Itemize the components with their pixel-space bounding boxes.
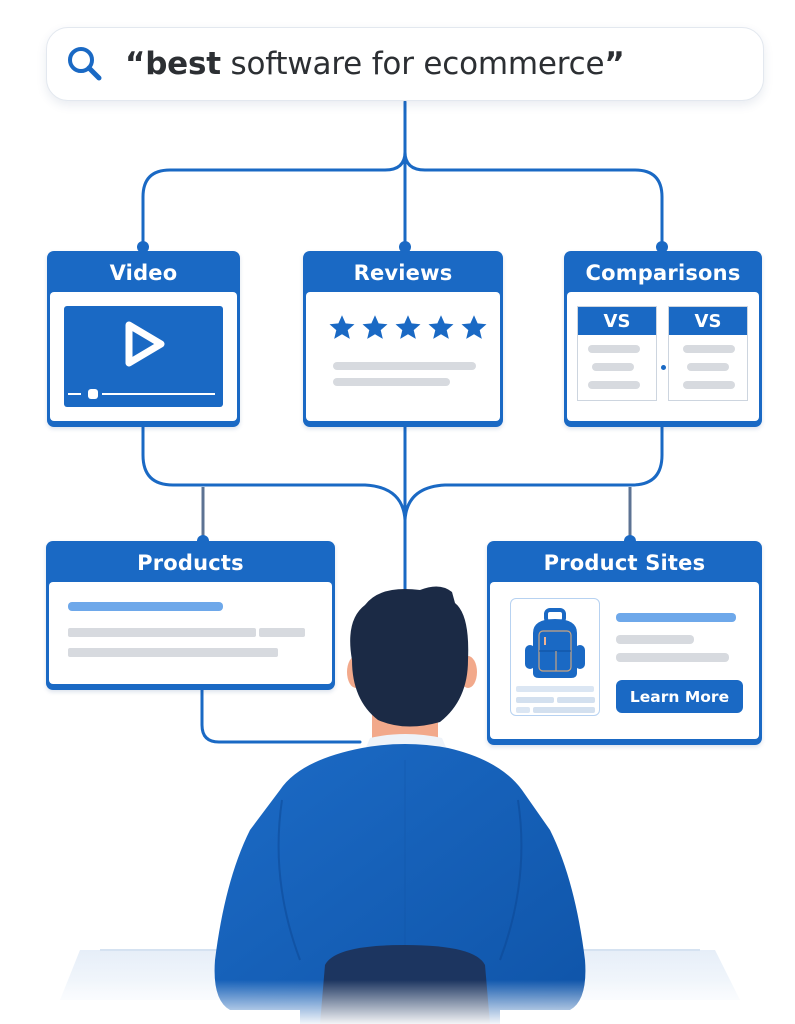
thumbnail-text-line [557,697,595,703]
thumbnail-text-line [533,707,595,713]
star-rating [328,314,488,341]
comparison-left-column: VS [577,306,657,401]
comparison-right-label: VS [669,307,747,335]
thumbnail-shadow [516,686,594,692]
product-sites-connector-dot [624,535,636,547]
thumbnail-text-line [516,697,554,703]
backpack-icon [525,608,585,678]
video-progress-start [68,393,81,395]
video-scrubber-knob[interactable] [88,389,98,399]
video-connector-dot [137,241,149,253]
product-text-line [68,648,278,657]
comparison-right-column: VS [668,306,748,401]
search-query-rest: software for ecommerce [220,46,605,82]
video-card-body [50,292,237,421]
products-card-title: Products [137,551,244,575]
comparisons-connector-dot [656,241,668,253]
star-icon [461,315,487,339]
product-site-title-line [616,613,736,622]
thumbnail-text-line [516,707,530,713]
review-text-line [333,362,476,370]
comparison-line [687,363,729,371]
product-text-line [259,628,305,637]
product-text-line [68,628,256,637]
learn-more-button[interactable]: Learn More [616,680,743,713]
reviews-card-title: Reviews [353,261,453,285]
close-quote: ” [604,46,625,82]
product-site-text-line [616,653,729,662]
comparison-line [592,363,634,371]
star-icon [329,315,355,339]
search-query-bold: best [145,46,221,82]
comparison-divider-dot [661,365,666,370]
video-card[interactable]: Video [47,251,240,427]
product-sites-card-title: Product Sites [543,551,706,575]
reviews-card-body [306,292,500,421]
product-sites-card-body: Learn More [490,582,759,739]
product-title-line [68,602,223,611]
open-quote: “ [125,46,146,82]
star-icon [428,315,454,339]
comparisons-card-title: Comparisons [585,261,741,285]
comparisons-card-body: VS VS [567,292,759,421]
search-bar[interactable]: “best software for ecommerce” [46,27,764,101]
search-query[interactable]: “best software for ecommerce” [125,46,625,82]
products-connector-dot [197,535,209,547]
product-thumbnail[interactable] [510,598,600,716]
products-card[interactable]: Products [46,541,335,690]
search-icon[interactable] [63,42,107,86]
comparisons-card[interactable]: Comparisons VS VS [564,251,762,427]
product-site-text-line [616,635,694,644]
star-icon [362,315,388,339]
comparison-line [588,345,640,353]
review-text-line [333,378,450,386]
video-progress-track[interactable] [102,393,215,395]
video-card-title: Video [109,261,178,285]
comparison-line [588,381,640,389]
comparison-line [683,381,735,389]
reviews-card[interactable]: Reviews [303,251,503,427]
comparison-line [683,345,735,353]
play-icon[interactable] [119,319,169,369]
reviews-connector-dot [399,241,411,253]
product-sites-card[interactable]: Product Sites [487,541,762,745]
comparison-left-label: VS [578,307,656,335]
star-icon [395,315,421,339]
video-player[interactable] [64,306,223,407]
products-card-body [49,582,332,684]
